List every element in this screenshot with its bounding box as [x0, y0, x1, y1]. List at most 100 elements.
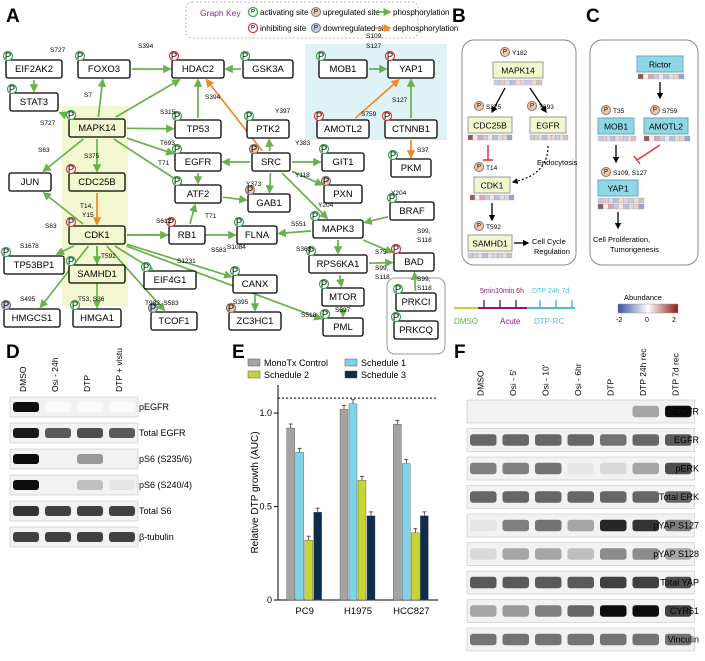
heat-amotl2 [644, 136, 690, 141]
pathway-node-amotl2: AMOTL2 [644, 118, 688, 134]
site-t14: T14 [486, 165, 498, 172]
edge-atf2-gab1 [223, 197, 246, 200]
blot-band [77, 454, 103, 464]
blot-band [600, 491, 627, 503]
node-label-egfr: EGFR [185, 157, 212, 168]
blot-band [109, 454, 135, 464]
edge-rb1-atf2 [190, 205, 195, 224]
abundance-title: Abundance [624, 293, 662, 302]
blot-band [633, 605, 660, 617]
lane-label: DTP + vistu [114, 348, 124, 392]
legend-label: MonoTx Control [264, 358, 328, 368]
blot-row-label: CYR61 [670, 606, 699, 616]
site-badge-p: P [143, 262, 149, 273]
site-label-s1678: S1678 [20, 243, 39, 250]
blot-row-label: Total EGFR [139, 428, 186, 438]
site-badge-p: P [77, 51, 83, 62]
site-label-s63a: S63 [38, 147, 50, 154]
blot-row-label: EGFR [674, 435, 700, 445]
node-label-hmga1: HMGA1 [80, 313, 114, 324]
node-label-tcof1: TCOF1 [158, 316, 189, 327]
blot-band [503, 434, 530, 446]
key-phosphorylation: phosphorylation [393, 8, 449, 17]
site-badge-p: P [251, 144, 257, 155]
blot-band [600, 605, 627, 617]
site-badge-p: P [312, 211, 318, 222]
site-label-s612: S612 [156, 218, 172, 225]
timeline-legend: DMSO 5min10min 6h Acute DTP 24h 7d DTP-R… [454, 288, 678, 326]
blot-band [45, 402, 71, 412]
node-label-foxo3: FOXO3 [88, 64, 120, 75]
blot-band [568, 605, 595, 617]
heat-cdc25b [468, 135, 512, 140]
blot-band [568, 463, 595, 475]
blot-band [45, 480, 71, 490]
site-badge-p: P [9, 84, 15, 95]
blot-band [633, 434, 660, 446]
blot-band [13, 428, 39, 438]
blot-band [13, 454, 39, 464]
blot-band [13, 402, 39, 412]
site-label-t592a: T592 [101, 253, 116, 260]
site-label-y15: Y15 [82, 212, 94, 219]
site-badge-p: P [393, 244, 399, 255]
lane-label: DTP 24h rec [638, 348, 648, 396]
site-label-s1084: S1084 [227, 244, 246, 251]
node-label-tp53: TP53 [187, 124, 210, 135]
blot-band [470, 520, 497, 532]
blot-band [568, 577, 595, 589]
outcome-label-2: Tumorigenesis [610, 245, 659, 254]
lane-label: DTP 7d rec [670, 352, 680, 396]
x-tick-label: HCC827 [393, 606, 429, 617]
site-label-t71a: T71 [158, 160, 170, 167]
blot-band [503, 491, 530, 503]
node-label-amotl2: AMOTL2 [324, 124, 362, 135]
site-label-y118: Y118 [295, 172, 310, 179]
blot-band [77, 428, 103, 438]
node-foxo3: FOXO3 P [76, 51, 131, 78]
site-badge-p: P [3, 300, 9, 311]
key-down-p: P [314, 26, 318, 32]
lane-label: Osi - 24h [50, 357, 60, 392]
site-badge-p: P [393, 312, 399, 323]
blot-band [470, 434, 497, 446]
pathway-node-mapk14: MAPK14 [493, 62, 543, 78]
abundance-max: 2 [672, 317, 676, 324]
panel-c-letter: C [586, 6, 600, 27]
heat-samhd1 [468, 253, 512, 258]
site-label-s99c: S99, [417, 276, 431, 283]
node-label-eif2ak2: EIF2AK2 [15, 64, 53, 75]
blot-band [600, 434, 627, 446]
timeline-times: 5min10min 6h [480, 288, 524, 295]
blot-band [109, 506, 135, 516]
pathway-node-rictor: Rictor [637, 56, 683, 72]
site-label-s99b: S99, [375, 265, 389, 272]
blot-band [45, 506, 71, 516]
site-badge-p: P [387, 51, 393, 62]
site-t35: T35 [613, 108, 625, 115]
blot-band [503, 463, 530, 475]
blot-band [503, 520, 530, 532]
edge-src-ptk2 [269, 140, 270, 151]
site-label-y204a: Y204 [391, 190, 407, 197]
site-badge-p: P [68, 217, 74, 228]
svg-text:P: P [477, 224, 481, 230]
blot-band [109, 402, 135, 412]
blot-band [600, 577, 627, 589]
blot-band [13, 506, 39, 516]
legend-swatch [345, 359, 357, 366]
blot-band [633, 406, 660, 418]
node-label-cdk1: CDK1 [84, 230, 109, 241]
bar-schedule-3-pc9 [314, 512, 322, 600]
blot-band [535, 434, 562, 446]
pathway-node-label: EGFR [536, 121, 560, 131]
key-upregulated: upregulated site [323, 8, 380, 17]
pathway-node-label: MAPK14 [501, 66, 535, 76]
heat-cdk1 [470, 195, 514, 200]
abundance-colorbar [618, 304, 678, 313]
